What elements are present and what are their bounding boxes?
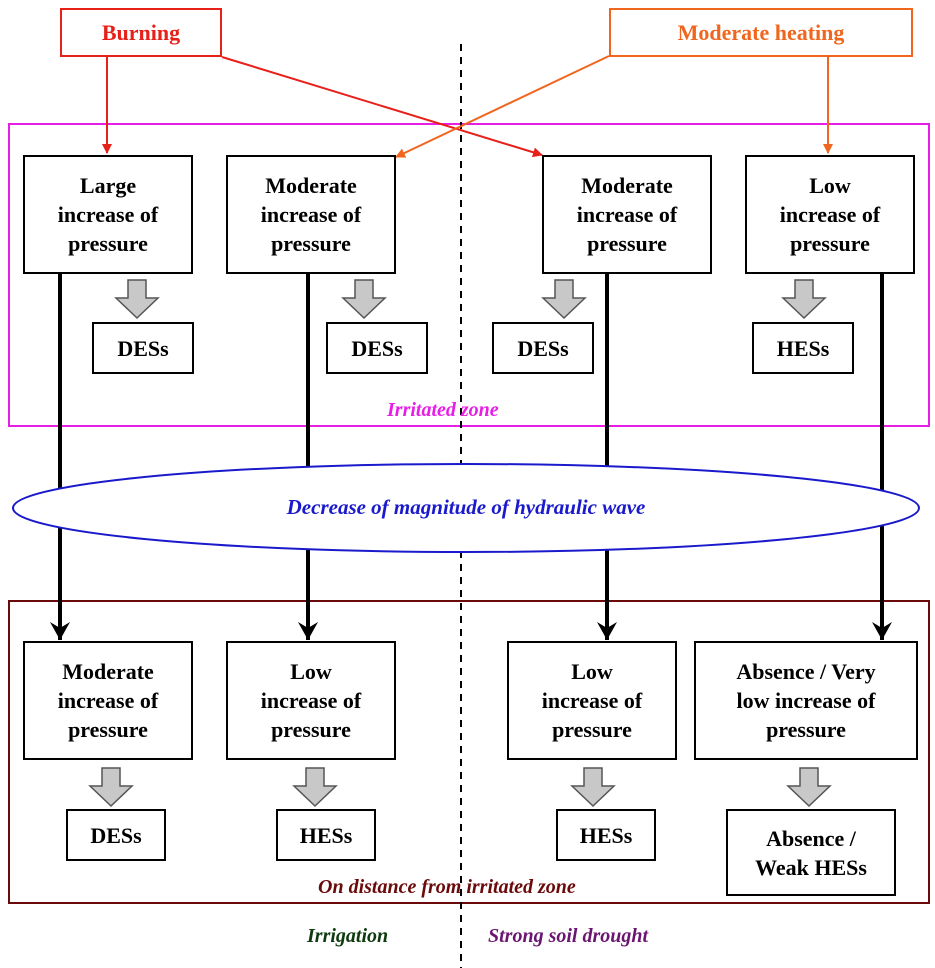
moderate-heating-box: Moderate heating	[609, 8, 913, 57]
distance-zone-frame	[8, 600, 930, 904]
bottom-outcome-4: Absence / Weak HESs	[726, 809, 896, 896]
gray-arrow-2	[341, 279, 387, 320]
top-box-2: Moderate increase of pressure	[226, 155, 396, 274]
gray-arrow-4	[781, 279, 827, 320]
drought-label: Strong soil drought	[488, 925, 649, 947]
burning-box: Burning	[60, 8, 222, 57]
gray-arrow-3	[541, 279, 587, 320]
irrigation-label: Irrigation	[307, 925, 389, 947]
top-outcome-3: DESs	[492, 322, 594, 374]
bottom-box-1: Moderate increase of pressure	[23, 641, 193, 760]
bottom-outcome-1: DESs	[66, 809, 166, 861]
gray-arrow-8	[786, 767, 832, 808]
wave-label: Decrease of magnitude of hydraulic wave	[286, 495, 646, 519]
burning-arrow-right	[221, 56, 543, 158]
top-outcome-2: DESs	[326, 322, 428, 374]
moderate-heating-label: Moderate heating	[677, 19, 845, 45]
top-outcome-4: HESs	[752, 322, 854, 374]
distance-zone-label: On distance from irritated zone	[318, 876, 576, 898]
top-box-4: Low increase of pressure	[745, 155, 915, 274]
bottom-box-2: Low increase of pressure	[226, 641, 396, 760]
top-box-3: Moderate increase of pressure	[542, 155, 712, 274]
irritated-zone-label: Irritated zone	[387, 399, 499, 421]
gray-arrow-5	[88, 767, 134, 808]
irritated-zone-frame	[8, 123, 930, 427]
burning-label: Burning	[101, 19, 181, 45]
gray-arrow-6	[292, 767, 338, 808]
top-box-1: Large increase of pressure	[23, 155, 193, 274]
heating-arrow-left	[395, 55, 610, 158]
bottom-outcome-3: HESs	[556, 809, 656, 861]
bottom-box-4: Absence / Very low increase of pressure	[694, 641, 918, 760]
wave-ellipse	[12, 463, 920, 553]
bottom-box-3: Low increase of pressure	[507, 641, 677, 760]
gray-arrow-1	[114, 279, 160, 320]
gray-arrow-7	[570, 767, 616, 808]
bottom-outcome-2: HESs	[276, 809, 376, 861]
top-outcome-1: DESs	[92, 322, 194, 374]
